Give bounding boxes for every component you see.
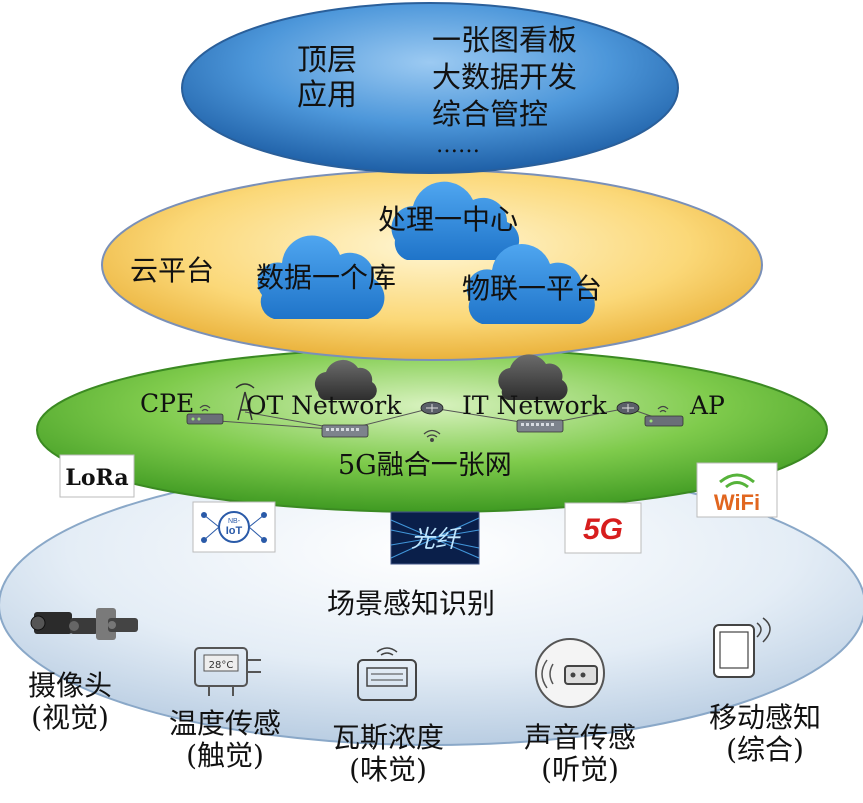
it-network-label: IT Network: [462, 391, 607, 420]
top-item: 一张图看板: [432, 23, 578, 57]
fiber-badge: 光纤: [390, 511, 480, 565]
thermometer-sensor-icon: 28°C: [194, 647, 261, 696]
cloud-icon: [391, 181, 520, 260]
top-item: ……: [436, 133, 480, 159]
sensor-label-temperature: 温度传感 (触觉): [155, 707, 295, 773]
antenna-tower-icon: [235, 383, 255, 421]
top-item: 综合管控: [432, 96, 549, 131]
camera-icon: [30, 608, 138, 640]
sensor-sense: (综合): [726, 733, 804, 767]
thermometer-reading: 28°C: [209, 660, 234, 671]
switch-device-icon: [516, 419, 564, 433]
network-cloud-icon: [314, 359, 377, 400]
sensor-name: 声音传感: [523, 721, 636, 754]
lora-label: LoRa: [65, 465, 128, 491]
network-cloud-icon: [498, 354, 568, 400]
top-title-line2: 应用: [297, 77, 357, 113]
gas-detector-icon: [357, 647, 417, 701]
cpe-device-icon: [186, 404, 224, 425]
fiveg-badge: 5G: [564, 502, 642, 554]
top-layer-items: 一张图看板 大数据开发 综合管控 ……: [432, 22, 577, 160]
cloud-database-label: 数据一个库: [256, 261, 397, 294]
top-item: 大数据开发: [432, 59, 578, 94]
sensor-label-mobile: 移动感知 (综合): [690, 701, 840, 767]
mobile-device-icon: [713, 617, 771, 678]
sensor-name: 瓦斯浓度: [331, 721, 444, 754]
sensor-sense: (听觉): [541, 753, 619, 787]
sound-sensor-icon: [535, 638, 605, 708]
sensor-sense: (视觉): [31, 701, 109, 735]
ap-label: AP: [690, 391, 725, 420]
top-title-line1: 顶层: [297, 43, 357, 78]
top-application-layer: [181, 2, 679, 174]
nbiot-badge: NB- IoT: [192, 501, 276, 553]
cloud-icon: [466, 244, 595, 324]
sensor-name: 温度传感: [168, 707, 281, 740]
cloud-icon: [257, 235, 385, 319]
sensor-label-sound: 声音传感 (听觉): [510, 721, 650, 787]
cloud-center-label: 处理一中心: [378, 203, 519, 236]
lora-badge: LoRa: [59, 454, 135, 498]
fiber-label: 光纤: [411, 525, 462, 553]
wifi-badge: WiFi: [696, 462, 778, 518]
sensor-sense: (味觉): [349, 753, 427, 787]
router-icon: [616, 401, 640, 415]
nbiot-label: IoT: [226, 525, 243, 537]
wifi-label: WiFi: [714, 490, 760, 515]
wifi-signal-icon: [423, 429, 441, 442]
ot-network-label: OT Network: [246, 391, 402, 420]
sensor-label-gas: 瓦斯浓度 (味觉): [318, 721, 458, 787]
sensor-label-camera: 摄像头 (视觉): [10, 669, 130, 735]
router-icon: [420, 401, 444, 415]
ap-device-icon: [644, 405, 684, 427]
top-layer-title: 顶层 应用: [297, 43, 357, 113]
sensing-layer-title: 场景感知识别: [327, 587, 496, 620]
sensor-name: 摄像头: [27, 669, 112, 702]
cpe-label: CPE: [140, 389, 195, 418]
network-layer-title: 5G融合一张网: [338, 450, 512, 481]
cloud-layer-title: 云平台: [130, 254, 215, 287]
sensor-name: 移动感知: [708, 701, 821, 734]
sensor-sense: (触觉): [186, 739, 264, 773]
fiveg-label: 5G: [583, 513, 623, 546]
nbiot-top-label: NB-: [228, 518, 241, 525]
switch-device-icon: [321, 424, 369, 438]
cloud-iot-label: 物联一平台: [462, 272, 603, 305]
